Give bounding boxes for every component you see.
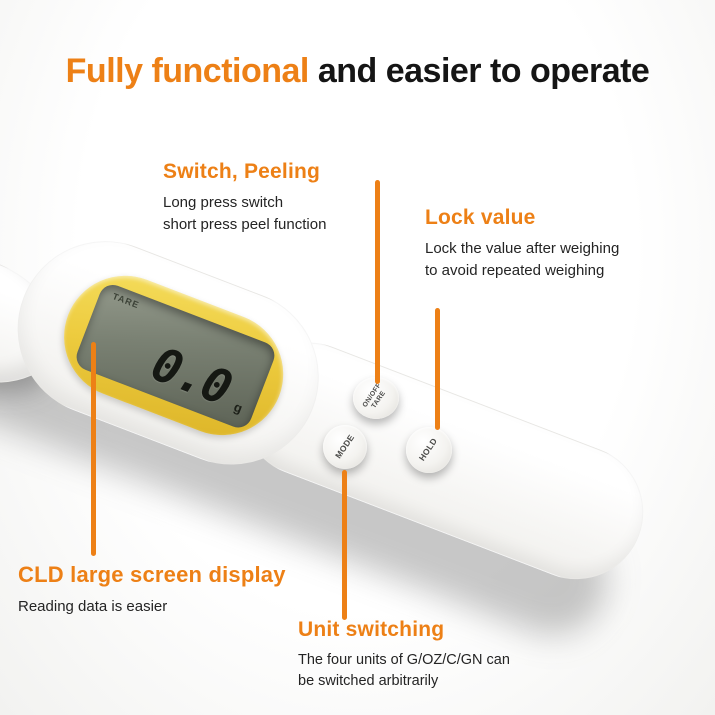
- mode-button-label: MODE: [332, 432, 356, 461]
- callout-body-line: The four units of G/OZ/C/GN can: [298, 652, 510, 668]
- callout-body-line: be switched arbitrarily: [298, 673, 439, 690]
- mode-button: MODE: [323, 425, 367, 469]
- callout-unit-switching-heading: Unit switching: [298, 618, 445, 641]
- title-rest: and easier to operate: [308, 52, 650, 90]
- callout-switch-peeling: Switch, Peeling Long press switch short …: [163, 160, 326, 236]
- callout-body-line: Long press switch: [163, 194, 284, 211]
- hold-button: HOLD: [406, 427, 452, 473]
- callout-unit-switching-body: The four units of G/OZ/C/GN can be switc…: [298, 650, 510, 692]
- callout-lock-value: Lock value Lock the value after weighing…: [425, 206, 619, 282]
- callout-cld-display-heading: CLD large screen display: [18, 562, 286, 587]
- title-highlight: Fully functional: [65, 52, 310, 90]
- callout-body-line: short press peel function: [163, 215, 327, 233]
- pointer-line-cld-display: [91, 342, 96, 556]
- callout-unit-switching: Unit switching The four units of G/OZ/C/…: [298, 618, 510, 692]
- callout-cld-display: CLD large screen display Reading data is…: [18, 562, 286, 618]
- callout-switch-peeling-body: Long press switch short press peel funct…: [163, 192, 326, 236]
- callout-lock-value-body: Lock the value after weighing to avoid r…: [425, 238, 619, 282]
- power-tare-button: ON/OFF TARE: [353, 377, 399, 419]
- callout-lock-value-heading: Lock value: [425, 206, 536, 229]
- callout-body-line: Lock the value after weighing: [425, 240, 620, 257]
- pointer-line-unit-switching: [342, 470, 347, 620]
- power-tare-button-label: ON/OFF TARE: [362, 382, 390, 414]
- callout-body-line: Reading data is easier: [18, 598, 168, 615]
- callout-body-line: to avoid repeated weighing: [425, 261, 605, 279]
- page-title: Fully functional and easier to operate: [0, 52, 715, 91]
- pointer-line-switch-peeling: [375, 180, 380, 384]
- lcd-unit-grams: g: [231, 399, 245, 417]
- callout-switch-peeling-heading: Switch, Peeling: [163, 160, 321, 183]
- hold-button-label: HOLD: [417, 436, 440, 463]
- pointer-line-lock-value: [435, 308, 440, 430]
- callout-cld-display-body: Reading data is easier: [18, 596, 286, 618]
- lcd-tare-label: TARE: [111, 291, 141, 311]
